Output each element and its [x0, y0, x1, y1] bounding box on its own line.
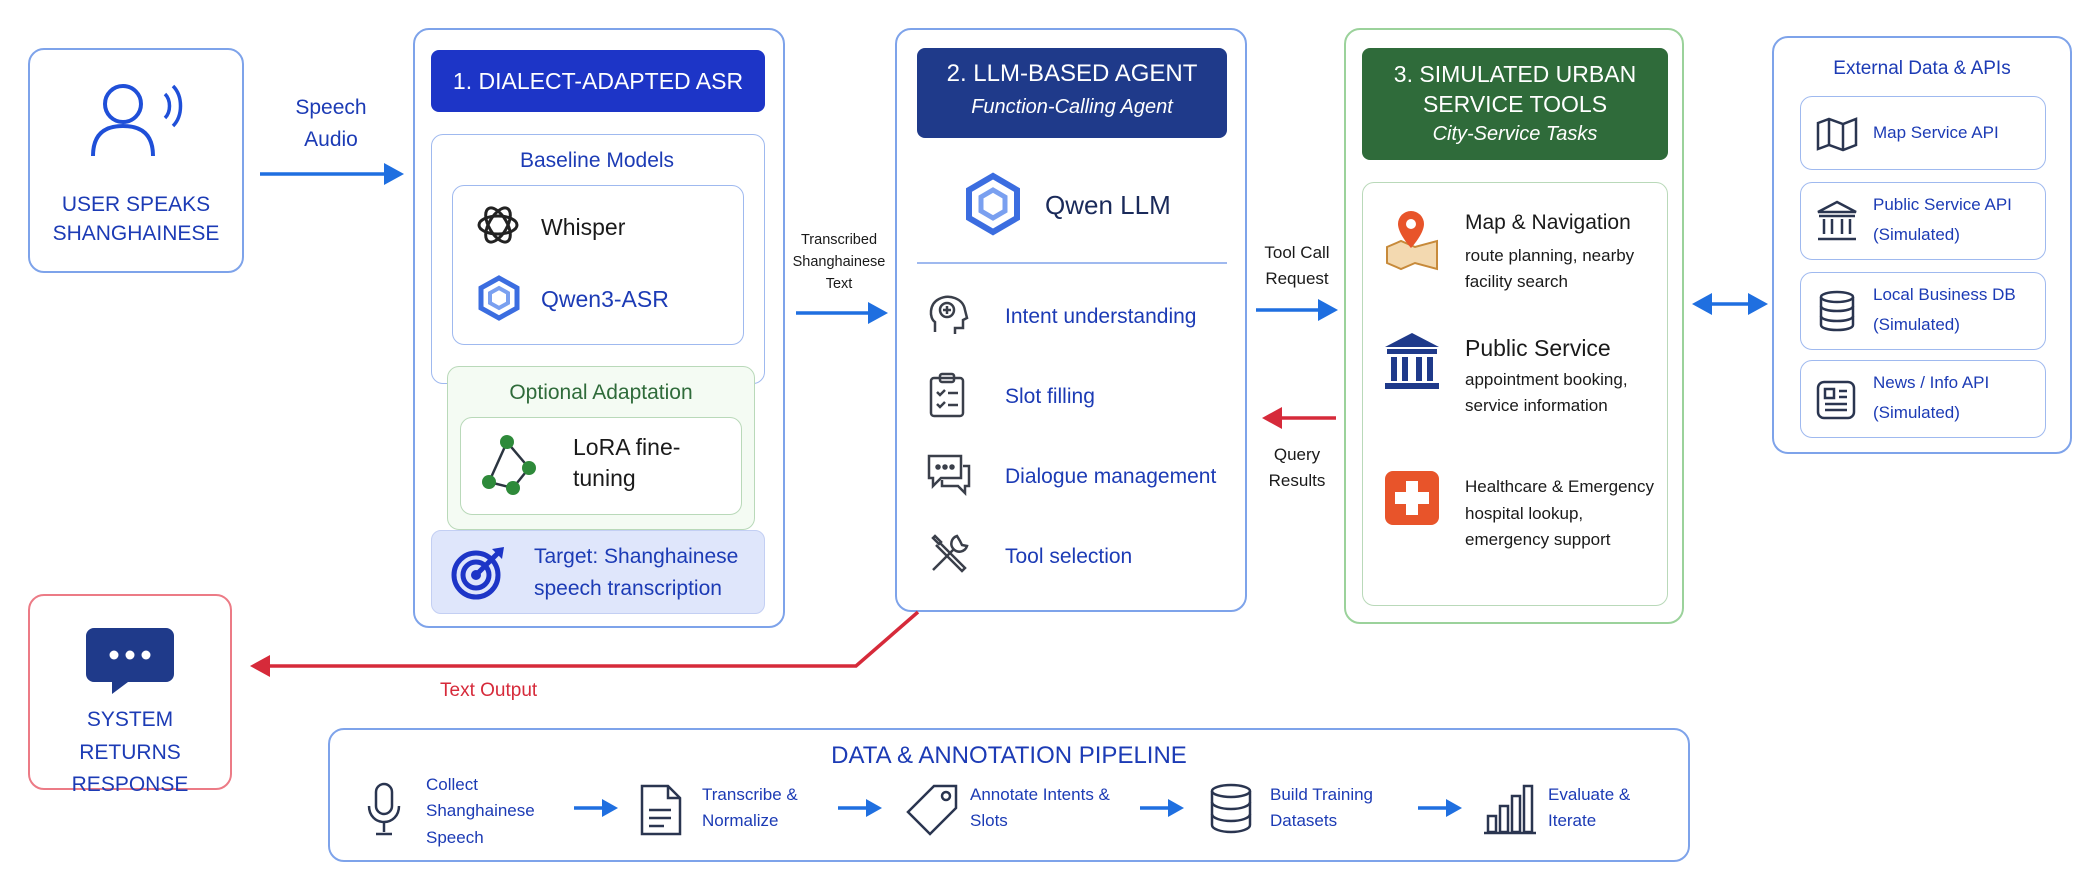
agent-title: 2. LLM-BASED AGENT — [946, 60, 1198, 87]
tool-map-name: Map & Navigation — [1465, 211, 1631, 234]
api-news-info: News / Info API (Simulated) — [1800, 360, 2046, 438]
api-business-name: Local Business DB — [1873, 285, 2016, 304]
arrow-asr-to-agent — [796, 302, 888, 324]
asr-target-box: Target: Shanghainese speech transcriptio… — [431, 530, 765, 614]
user-speaking-icon — [85, 78, 185, 158]
response-label: SYSTEM RETURNS RESPONSE — [71, 708, 189, 797]
baseline-title: Baseline Models — [519, 149, 675, 172]
api-business-note: (Simulated) — [1873, 315, 1960, 334]
agent-divider — [917, 262, 1227, 264]
optional-adaptation-panel: Optional Adaptation LoRA fine-tunin — [447, 366, 755, 530]
tool-health-desc: hospital lookup, emergency support — [1465, 504, 1611, 549]
tool-map-desc: route planning, nearby facility search — [1465, 246, 1635, 291]
capability-dialogue: Dialogue management — [1005, 465, 1217, 488]
tools-list: Map & Navigation route planning, nearby … — [1362, 182, 1668, 606]
government-building-icon — [1383, 331, 1441, 393]
step-build: Build Training Datasets — [1270, 785, 1374, 831]
datasets-icon — [1208, 782, 1254, 836]
tool-public-name: Public Service — [1465, 335, 1611, 361]
lora-label: LoRA fine-tuning — [573, 434, 681, 492]
news-icon — [1815, 379, 1857, 421]
external-module: External Data & APIs Map Service API Pub… — [1772, 36, 2072, 454]
step-evaluate: Evaluate & Iterate — [1548, 785, 1631, 831]
asr-title: 1. DIALECT-ADAPTED ASR — [431, 50, 765, 112]
qwen-icon — [475, 274, 523, 322]
asr-target-text: Target: Shanghainese speech transcriptio… — [534, 545, 739, 600]
asr-module: 1. DIALECT-ADAPTED ASR Baseline Models W… — [413, 28, 785, 628]
arrow-query-label: Query Results — [1268, 445, 1326, 491]
arrow-transcribed-label: Transcribed Shanghainese Text — [792, 232, 886, 292]
tool-health-name: Healthcare & Emergency — [1465, 477, 1654, 496]
arrow-tools-to-agent — [1262, 407, 1336, 429]
user-label: USER SPEAKS SHANGHAINESE — [52, 193, 220, 246]
qwen-llm-icon — [961, 172, 1025, 236]
api-news-note: (Simulated) — [1873, 403, 1960, 422]
openai-whisper-icon — [475, 202, 521, 248]
brain-head-icon — [925, 292, 971, 338]
network-graph-icon — [479, 432, 543, 498]
target-icon — [448, 543, 508, 603]
folded-map-icon — [1815, 115, 1859, 153]
tools-icon — [927, 530, 973, 576]
api-news-name: News / Info API — [1873, 373, 1990, 392]
arrow-tools-external-bidirectional — [1692, 293, 1768, 315]
arrow-toolcall-label: Tool Call Request — [1264, 243, 1330, 289]
external-title: External Data & APIs — [1833, 58, 2011, 79]
api-map-name: Map Service API — [1873, 123, 1999, 142]
api-map-service: Map Service API — [1800, 96, 2046, 170]
chat-bubble-icon — [84, 624, 176, 696]
tag-icon — [904, 782, 960, 838]
lora-box: LoRA fine-tuning — [460, 417, 742, 515]
step-collect: Collect Shanghainese Speech — [426, 775, 535, 847]
model-qwen3-asr: Qwen3-ASR — [541, 286, 669, 312]
database-icon — [1817, 289, 1857, 333]
model-whisper: Whisper — [541, 214, 626, 240]
capability-slot-filling: Slot filling — [1005, 385, 1095, 408]
arrow-agent-to-tools — [1256, 299, 1338, 321]
agent-subtitle: Function-Calling Agent — [971, 95, 1173, 118]
step-annotate: Annotate Intents & Slots — [970, 785, 1110, 831]
arrow-output-label: Text Output — [440, 680, 538, 701]
agent-header: 2. LLM-BASED AGENT Function-Calling Agen… — [917, 48, 1227, 138]
capability-intent: Intent understanding — [1005, 305, 1197, 328]
api-public-service: Public Service API (Simulated) — [1800, 182, 2046, 260]
arrow-speech-to-asr — [260, 163, 404, 185]
agent-module: 2. LLM-BASED AGENT Function-Calling Agen… — [895, 28, 1247, 612]
models-list: Whisper Qwen3-ASR — [452, 185, 744, 345]
pipeline-title: DATA & ANNOTATION PIPELINE — [831, 742, 1187, 769]
pipeline-module: DATA & ANNOTATION PIPELINE Collect Shang… — [328, 728, 1690, 862]
tools-header: 3. SIMULATED URBAN SERVICE TOOLS City-Se… — [1362, 48, 1668, 160]
bar-chart-icon — [1482, 780, 1538, 836]
api-public-note: (Simulated) — [1873, 225, 1960, 244]
checklist-icon — [927, 372, 969, 418]
baseline-models-panel: Baseline Models Whisper Qwen3-ASR — [431, 134, 765, 384]
agent-llm-label: Qwen LLM — [1045, 190, 1171, 220]
tools-module: 3. SIMULATED URBAN SERVICE TOOLS City-Se… — [1344, 28, 1684, 624]
tools-subtitle: City-Service Tasks — [1432, 122, 1598, 145]
map-pin-icon — [1381, 207, 1443, 273]
response-box: SYSTEM RETURNS RESPONSE — [28, 594, 232, 796]
api-local-business: Local Business DB (Simulated) — [1800, 272, 2046, 350]
tool-public-desc: appointment booking, service information — [1465, 370, 1628, 415]
microphone-icon — [364, 780, 404, 840]
api-public-name: Public Service API — [1873, 195, 2012, 214]
user-box: USER SPEAKS SHANGHAINESE — [28, 48, 244, 273]
chat-bubbles-icon — [925, 450, 973, 496]
medical-cross-icon — [1383, 469, 1441, 527]
adaptation-title: Optional Adaptation — [509, 381, 693, 404]
tools-title: 3. SIMULATED URBAN SERVICE TOOLS — [1393, 61, 1637, 117]
capability-tool-selection: Tool selection — [1005, 545, 1133, 568]
step-transcribe: Transcribe & Normalize — [702, 785, 798, 831]
institution-icon — [1815, 199, 1859, 243]
arrow-speech-label: Speech Audio — [295, 96, 367, 151]
document-icon — [638, 782, 684, 838]
